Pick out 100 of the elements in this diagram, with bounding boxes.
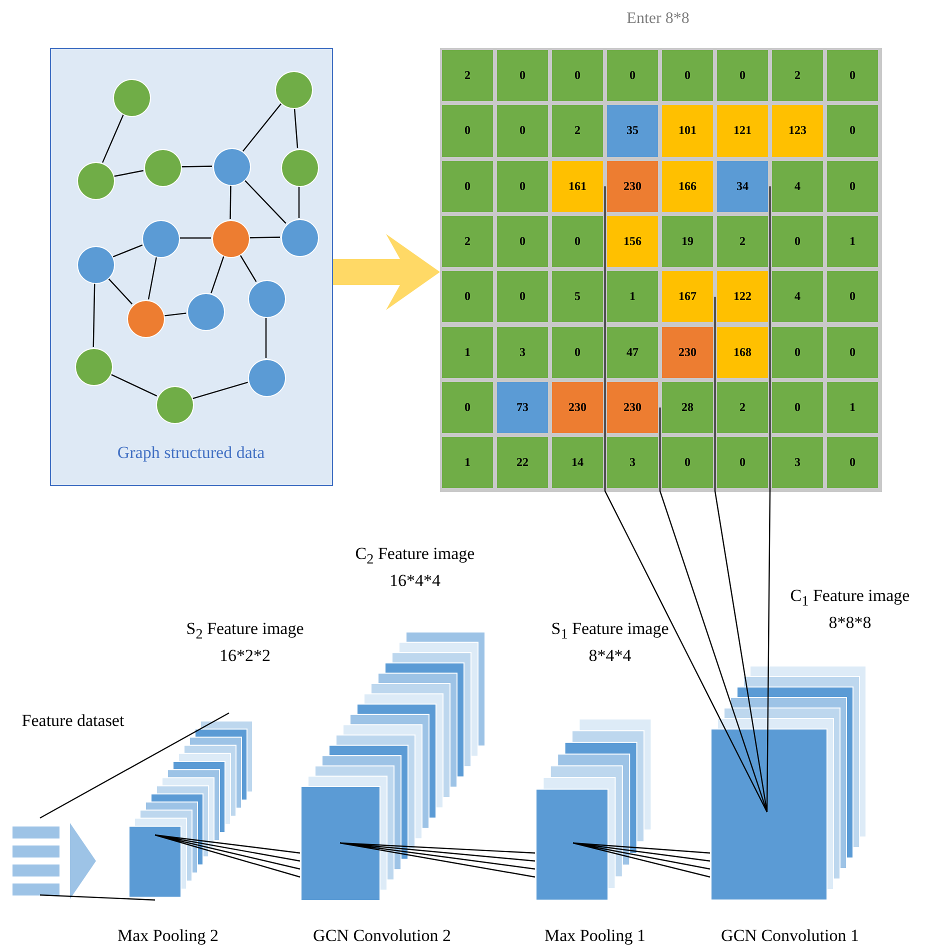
matrix-cell: 2	[442, 50, 493, 102]
matrix-cell: 28	[662, 382, 713, 434]
matrix-cell: 2	[552, 105, 603, 157]
matrix-cell: 2	[772, 50, 823, 102]
matrix-cell: 0	[717, 50, 768, 102]
matrix-cell: 0	[827, 326, 878, 378]
matrix-cell: 0	[497, 271, 548, 322]
graph-edge	[192, 382, 248, 400]
matrix-cell: 230	[662, 326, 713, 378]
matrix-cell: 230	[607, 160, 658, 212]
matrix-cell: 5	[552, 271, 603, 322]
graph-edge	[112, 244, 143, 258]
matrix-cell: 14	[552, 437, 603, 488]
graph-edge	[265, 317, 267, 358]
receptive-field-line	[604, 186, 768, 812]
graph-edge	[107, 278, 133, 304]
matrix-cell: 0	[552, 326, 603, 378]
matrix-cell: 1	[442, 437, 493, 488]
matrix-cell: 0	[442, 105, 493, 157]
connection-lines	[339, 842, 536, 878]
matrix-cell: 22	[497, 437, 548, 488]
vertex-circle	[75, 348, 113, 386]
matrix-cell: 0	[497, 216, 548, 268]
matrix-cell: 123	[772, 105, 823, 157]
graph-edge	[92, 282, 96, 348]
matrix-cell: 1	[827, 382, 878, 434]
matrix-cell: 47	[607, 326, 658, 378]
matrix-cell: 0	[772, 382, 823, 434]
matrix-cell: 167	[662, 271, 713, 322]
matrix-cell: 161	[552, 160, 603, 212]
receptive-field-line	[659, 407, 768, 812]
graph-edge	[239, 254, 257, 282]
graph-edge	[102, 114, 124, 163]
matrix-cell: 1	[607, 271, 658, 322]
layer-caption: GCN Convolution 1	[720, 925, 860, 946]
graph-edge	[148, 256, 158, 300]
projection-lines	[39, 712, 230, 901]
matrix-cell: 0	[607, 50, 658, 102]
graph-edge	[244, 179, 286, 224]
vertex-circle	[275, 71, 313, 109]
matrix-cell: 0	[442, 160, 493, 212]
receptive-field-line	[766, 186, 771, 812]
vertex-circle	[142, 220, 180, 258]
matrix-cell: 0	[497, 50, 548, 102]
matrix-cell: 166	[662, 160, 713, 212]
vertex-circle	[248, 359, 286, 397]
layer-caption: Max Pooling 1	[543, 925, 647, 946]
matrix-cell: 230	[607, 382, 658, 434]
matrix-cell: 0	[827, 271, 878, 322]
matrix-cell: 101	[662, 105, 713, 157]
layer-heading: C$_{1}$ Feature image 8*8*8	[789, 585, 911, 634]
matrix-cell: 3	[772, 437, 823, 488]
dataset-label: Feature dataset	[20, 710, 126, 731]
vertex-circle	[156, 386, 194, 424]
matrix-cell: 73	[497, 382, 548, 434]
matrix-cell: 122	[717, 271, 768, 322]
vertex-circle	[77, 162, 115, 200]
panel-caption: Graph structured data	[116, 442, 266, 463]
connection-lines	[154, 834, 301, 878]
matrix-cell: 0	[772, 326, 823, 378]
matrix-cell: 0	[552, 216, 603, 268]
vertex-circle	[281, 149, 319, 187]
layer-caption: Max Pooling 2	[116, 925, 220, 946]
graph-edge	[181, 166, 212, 168]
matrix-cell: 0	[827, 160, 878, 212]
matrix-cell: 1	[442, 326, 493, 378]
matrix-cell: 0	[497, 105, 548, 157]
layer-heading: S$_{2}$ Feature image 16*2*2	[185, 618, 305, 666]
matrix-cell: 156	[607, 216, 658, 268]
matrix-cell: 0	[717, 437, 768, 488]
matrix-cell: 4	[772, 160, 823, 212]
layer-heading: C$_{2}$ Feature image 16*4*4	[354, 543, 476, 592]
vertex-circle	[77, 246, 115, 284]
graph-edge	[230, 185, 232, 219]
block-arrow	[333, 234, 440, 310]
matrix-cell: 19	[662, 216, 713, 268]
matrix-cell: 0	[772, 216, 823, 268]
graph-panel	[50, 48, 333, 486]
vertex-circle	[113, 79, 151, 117]
matrix-cell: 35	[607, 105, 658, 157]
connection-lines	[572, 842, 711, 878]
layer-caption: GCN Convolution 2	[312, 925, 452, 946]
matrix-cell: 2	[717, 382, 768, 434]
matrix-cell: 3	[497, 326, 548, 378]
matrix-cell: 0	[552, 50, 603, 102]
vertex-circle	[127, 300, 165, 338]
matrix-cell: 0	[827, 437, 878, 488]
matrix-cell: 1	[827, 216, 878, 268]
matrix-cell: 3	[607, 437, 658, 488]
graph-edge	[294, 108, 298, 148]
graph-edge	[298, 186, 300, 218]
matrix-cell: 0	[442, 271, 493, 322]
matrix-cell: 0	[662, 437, 713, 488]
graph-edge	[179, 237, 211, 239]
matrix-cell: 168	[717, 326, 768, 378]
vertex-circle	[248, 280, 286, 318]
vertex-circle	[144, 149, 182, 187]
layer-heading: S$_{1}$ Feature image 8*4*4	[550, 618, 670, 666]
vertex-circle	[281, 219, 319, 257]
graph-edge	[249, 236, 280, 238]
